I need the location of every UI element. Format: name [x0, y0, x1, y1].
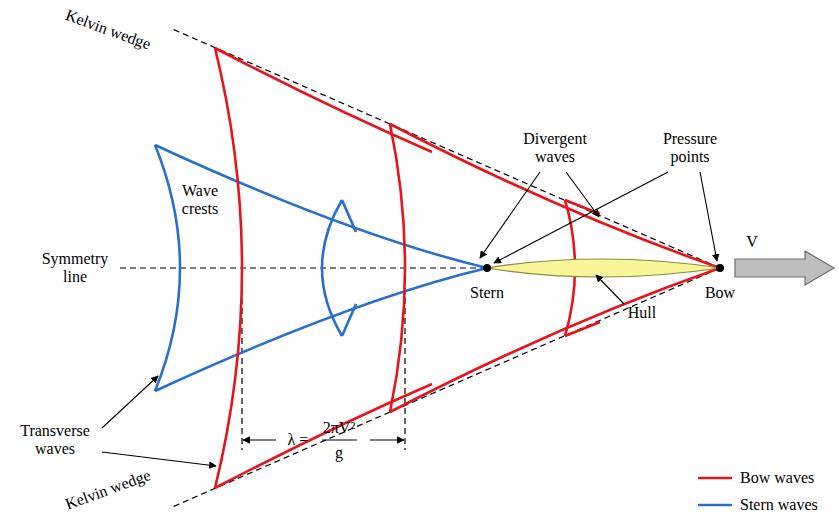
- formula-text: λ =: [288, 431, 309, 449]
- velocity-label: V: [746, 233, 758, 251]
- legend-sample-line: [698, 504, 732, 507]
- leader-arrow: [102, 376, 158, 428]
- stern-wave-cusp: [342, 304, 356, 336]
- legend-sample-line: [698, 477, 732, 480]
- wedge-label: Kelvin wedge: [63, 466, 153, 514]
- velocity-arrow: [735, 251, 834, 285]
- legend-text: Bow waves: [740, 469, 814, 487]
- callout-label: Wave crests: [173, 182, 228, 219]
- bow-transverse-wave: [215, 48, 242, 488]
- stern-divergent-wave: [155, 268, 487, 391]
- callout-label: Transverse waves: [13, 422, 98, 459]
- formula-text: 2πV²: [323, 419, 355, 437]
- leader-arrow: [102, 452, 216, 466]
- callout-label: Pressure points: [655, 130, 725, 167]
- leader-arrows: [102, 172, 717, 466]
- pressure-point: [483, 264, 491, 272]
- axis-label: Symmetry line: [32, 249, 119, 288]
- bow-transverse-wave: [390, 124, 405, 412]
- kelvin-wedge-line: [170, 28, 720, 268]
- stern-wave-cusp: [342, 200, 356, 232]
- leader-arrow: [596, 275, 624, 304]
- leader-arrow: [494, 172, 668, 263]
- stern-transverse-wave: [155, 145, 180, 391]
- leader-arrow: [480, 172, 540, 258]
- kelvin-wedge-line: [170, 268, 720, 508]
- dimension-arrow: [370, 439, 404, 440]
- formula-text: g: [335, 444, 343, 462]
- bow-divergent-wave: [215, 48, 432, 152]
- bow-wave-cusp: [565, 322, 600, 336]
- legend-text: Stern waves: [740, 496, 818, 514]
- part-label: Hull: [628, 304, 656, 322]
- stern-divergent-wave: [155, 145, 487, 268]
- stern-transverse-wave: [322, 200, 342, 336]
- hull-shape: [487, 259, 720, 277]
- bow-divergent-wave: [215, 384, 432, 488]
- stern-waves: [155, 145, 487, 391]
- bow-divergent-wave: [390, 268, 720, 412]
- point-label: Bow: [705, 284, 735, 302]
- point-label: Stern: [470, 284, 504, 302]
- wedge-label: Kelvin wedge: [63, 6, 153, 54]
- fraction-bar: [322, 439, 357, 440]
- callout-label: Divergent waves: [518, 130, 593, 167]
- bow-waves: [215, 48, 720, 488]
- leader-arrow: [700, 172, 717, 261]
- dimension-arrow: [243, 439, 276, 440]
- pressure-point: [716, 264, 724, 272]
